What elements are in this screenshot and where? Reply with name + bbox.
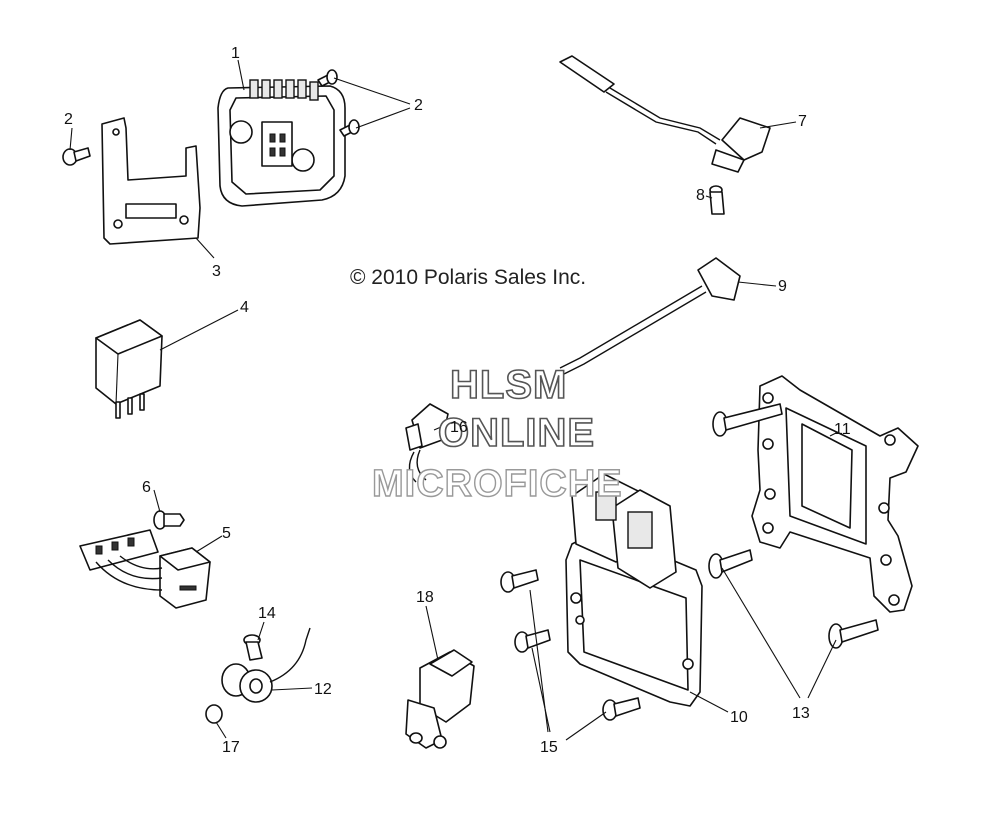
- callout-9: 9: [778, 278, 787, 295]
- part-13-bolt-top: [712, 403, 783, 437]
- watermark-line-1: HLSM: [450, 363, 567, 407]
- callout-17: 17: [222, 739, 240, 756]
- part-14-fastener: [243, 634, 263, 661]
- callout-7: 7: [798, 113, 807, 130]
- callout-14: 14: [258, 605, 276, 622]
- part-1-regulator: [217, 79, 346, 207]
- callout-1: 1: [231, 45, 240, 62]
- part-10-ecu: [565, 473, 703, 707]
- callout-10: 10: [730, 709, 748, 726]
- part-8-fastener: [709, 185, 725, 215]
- part-2-screw-mid: [339, 119, 360, 137]
- callout-8: 8: [696, 187, 705, 204]
- part-9-sensor: [559, 257, 741, 375]
- copyright-text: © 2010 Polaris Sales Inc.: [350, 266, 586, 289]
- part-5-connector: [79, 529, 211, 609]
- part-15-screw-a: [500, 569, 539, 593]
- callout-2-left: 2: [64, 111, 73, 128]
- part-13-bolt-low: [828, 619, 879, 649]
- callout-2-right: 2: [414, 97, 423, 114]
- part-7-sensor: [559, 55, 771, 173]
- part-3-bracket: [101, 117, 201, 245]
- part-17-o-ring: [205, 704, 223, 724]
- callout-16: 16: [450, 419, 468, 436]
- callout-5: 5: [222, 525, 231, 542]
- callout-11: 11: [834, 421, 851, 438]
- watermark-line-2: ONLINE: [438, 411, 595, 455]
- leader-lines: [69, 59, 839, 741]
- part-18-sensor: [405, 649, 475, 749]
- callout-18: 18: [416, 589, 434, 606]
- part-11-plate: [751, 375, 919, 613]
- callout-15: 15: [540, 739, 558, 756]
- watermark-line-3: MICROFICHE: [372, 463, 623, 505]
- part-4-relay: [95, 319, 163, 419]
- callout-12: 12: [314, 681, 332, 698]
- callout-4: 4: [240, 299, 249, 316]
- part-13-bolt-mid: [708, 549, 753, 579]
- part-2-screw-left: [62, 147, 91, 166]
- part-12-sensor: [221, 627, 311, 703]
- callout-6: 6: [142, 479, 151, 496]
- part-15-screw-b: [514, 629, 551, 653]
- part-15-screw-c: [602, 697, 641, 721]
- callout-13: 13: [792, 705, 810, 722]
- part-16-switch: [405, 403, 449, 483]
- part-6-pin: [153, 510, 185, 530]
- callout-3: 3: [212, 263, 221, 280]
- part-2-screw-top: [317, 69, 338, 87]
